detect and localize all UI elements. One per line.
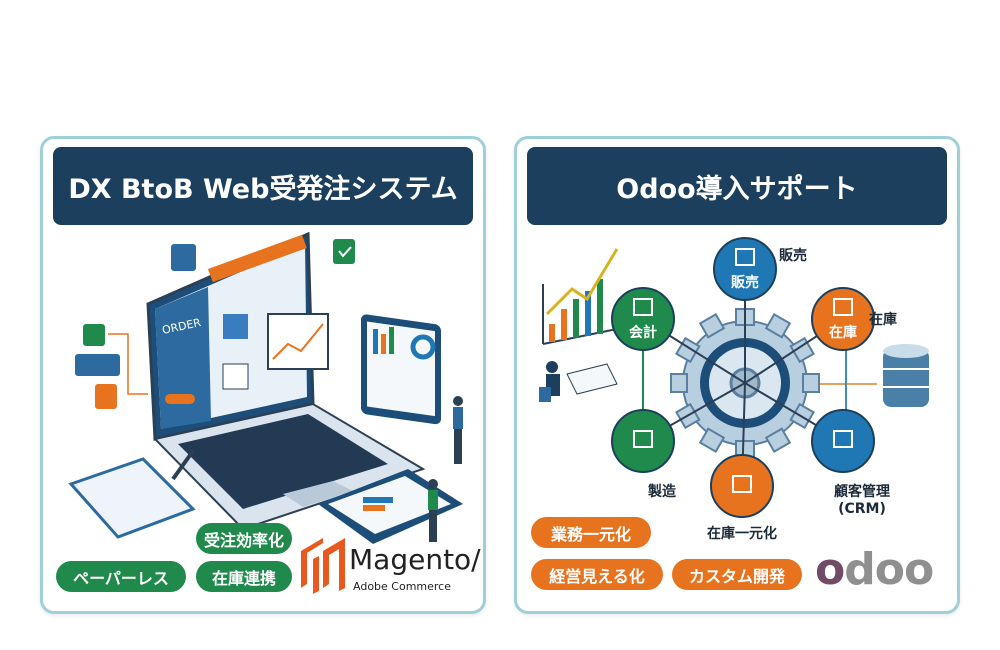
person-icon — [453, 396, 463, 464]
box-icon — [95, 384, 117, 409]
desk-worker-icon — [539, 361, 618, 402]
odoo-logo: odoo — [815, 544, 934, 595]
box-icon-glyph — [833, 298, 853, 316]
box-icon — [811, 287, 875, 351]
magento-logo-sub: Adobe Commerce — [353, 580, 451, 593]
cart-icon — [171, 244, 196, 271]
tools-icon — [611, 409, 675, 473]
people-icon-glyph — [833, 430, 853, 448]
badge-order-efficiency: 受注効率化 — [196, 523, 292, 554]
check-icon — [333, 239, 355, 264]
node-caption: 製造 — [648, 484, 676, 500]
calculator-icon — [611, 287, 675, 351]
odoo-logo-text: doo — [844, 544, 934, 595]
shirt-icon — [223, 314, 248, 339]
node-caption: 在庫一元化 — [707, 526, 777, 542]
cart-icon — [713, 237, 777, 301]
badge-paperless: ペーパーレス — [56, 561, 186, 592]
report-icon-glyph — [732, 475, 752, 493]
badge-custom-development: カスタム開発 — [672, 559, 802, 590]
cart-icon-glyph — [735, 248, 755, 266]
badge-inventory-link: 在庫連携 — [196, 561, 292, 592]
node-caption: 販売 — [779, 248, 807, 264]
shirt-icon — [222, 363, 249, 390]
node-label: 在庫 — [829, 324, 857, 341]
node-label: 会計 — [629, 324, 657, 341]
panel-title: DX BtoB Web受発注システム — [53, 147, 473, 225]
calculator-icon-glyph — [633, 298, 653, 316]
badge-management-visibility: 経営見える化 — [531, 559, 663, 590]
odoo-panel: Odoo導入サポート 販売在庫会計 販売在庫顧客管理(CRM)在庫一元化製造 業… — [514, 136, 960, 614]
people-icon — [811, 409, 875, 473]
tools-icon-glyph — [633, 430, 653, 448]
database-icon — [883, 344, 929, 407]
clipboard-icon — [68, 457, 196, 539]
user-icon — [83, 324, 105, 346]
magento-panel: DX BtoB Web受発注システム ORDER 受注効率化 ペーパーレス 在庫… — [40, 136, 486, 614]
chart-popup — [267, 313, 329, 370]
order-card-icon — [75, 354, 120, 376]
node-caption: 在庫 — [869, 312, 897, 328]
node-label: 販売 — [731, 274, 759, 291]
node-caption-sub: (CRM) — [838, 501, 886, 517]
report-icon — [710, 454, 774, 518]
person-icon — [428, 479, 438, 542]
growth-chart-icon — [542, 248, 619, 345]
ecommerce-illustration: ORDER — [68, 231, 463, 544]
badge-unified-operations: 業務一元化 — [531, 517, 651, 548]
awning-icon — [208, 234, 307, 283]
magento-logo-text: Magento/ — [349, 543, 481, 576]
node-caption: 顧客管理(CRM) — [817, 481, 907, 517]
pen-icon — [171, 449, 195, 481]
panel-title: Odoo導入サポート — [527, 147, 947, 225]
